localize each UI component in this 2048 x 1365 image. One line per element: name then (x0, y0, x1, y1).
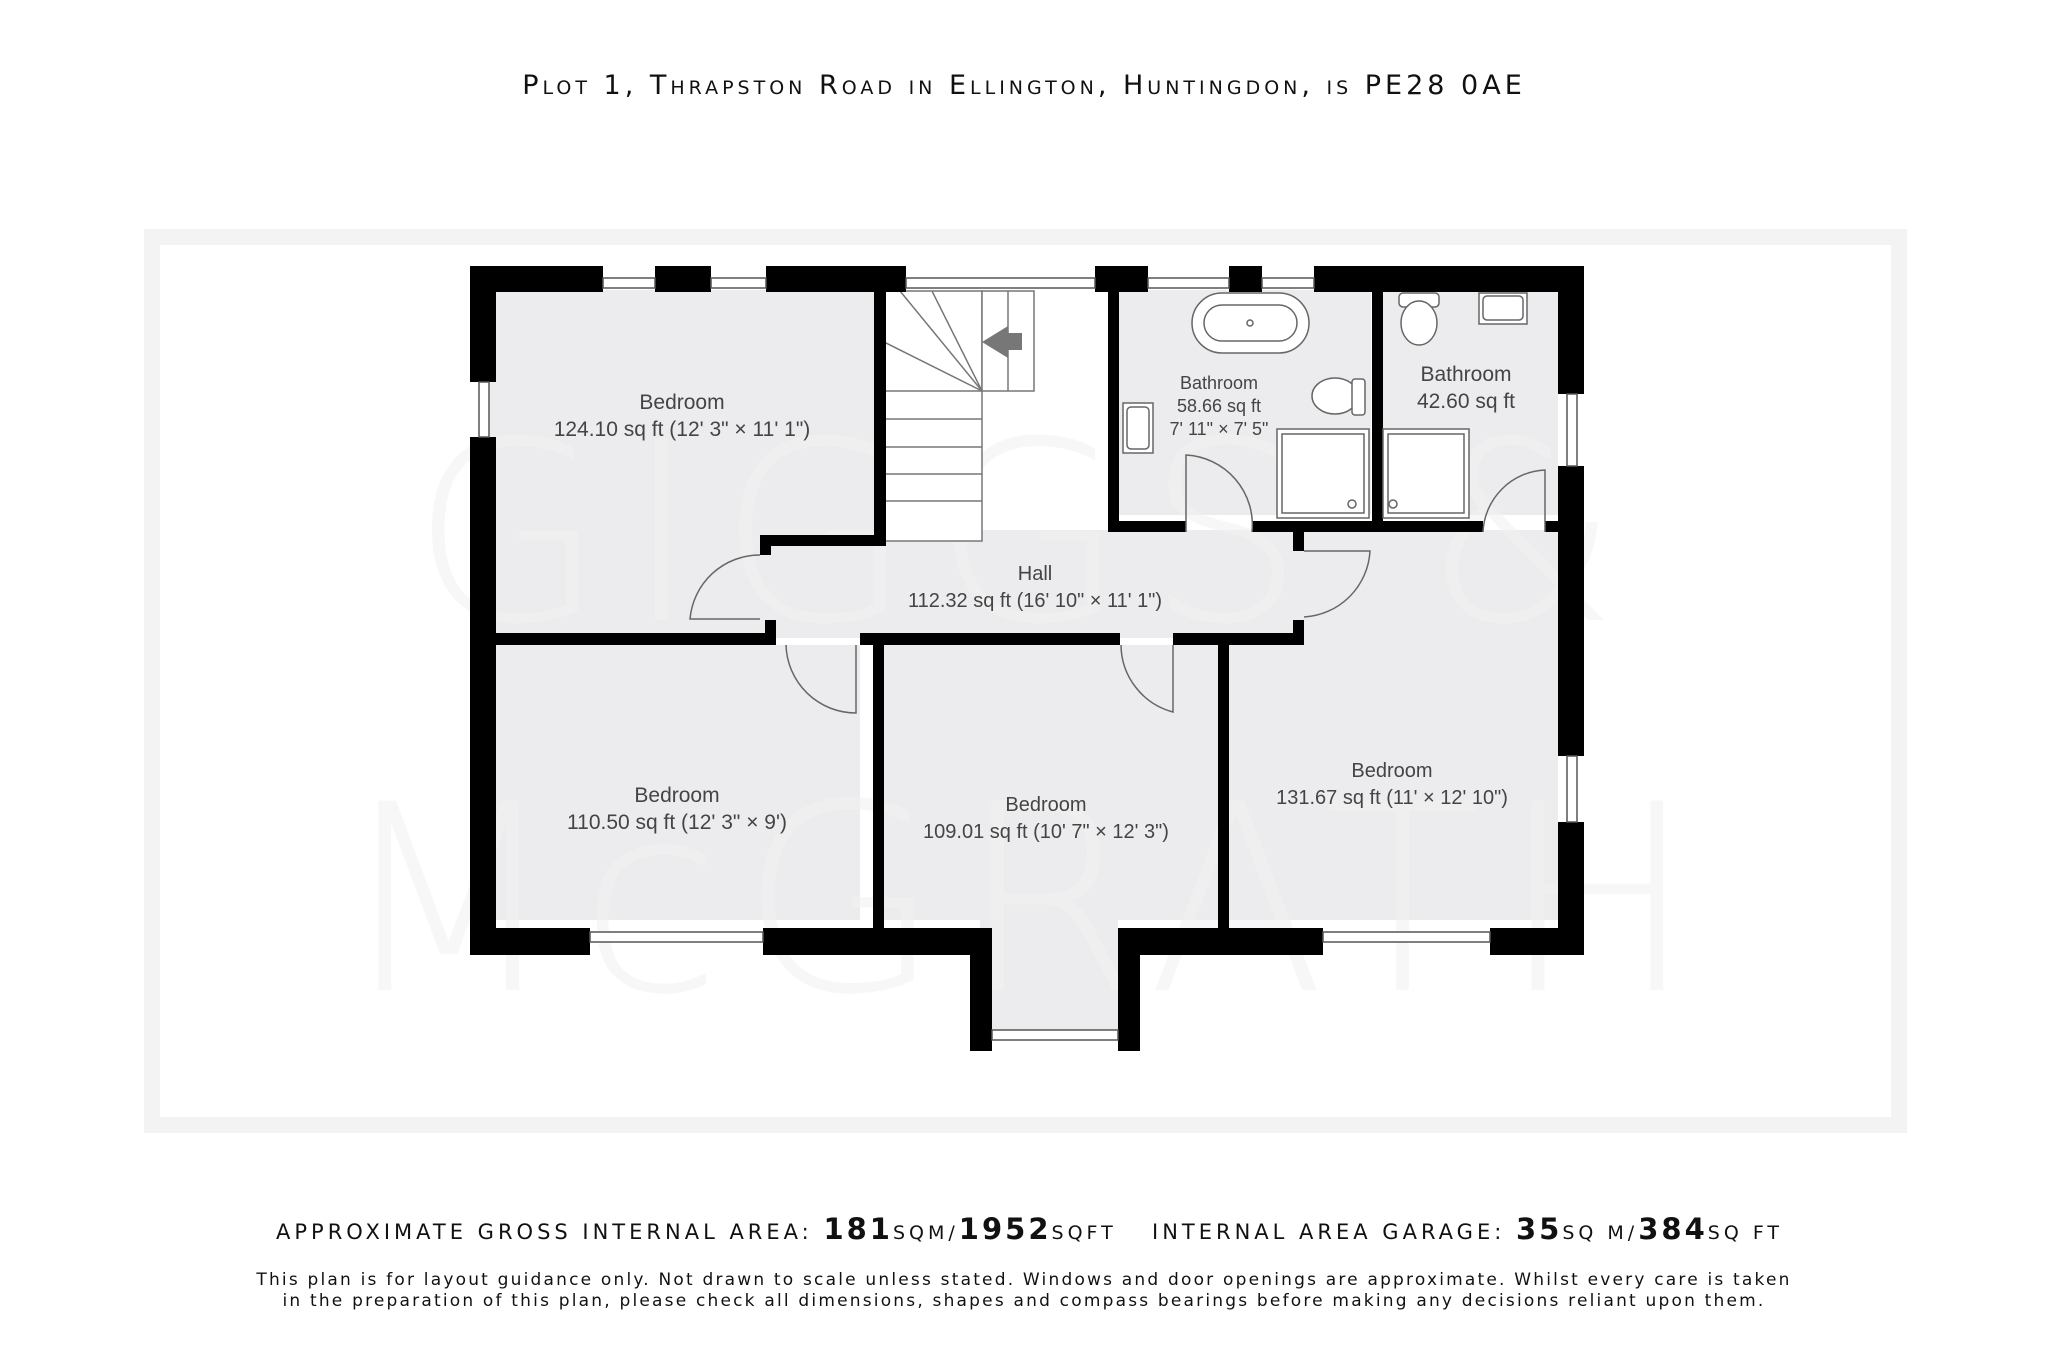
toilet-icon (1311, 377, 1359, 415)
room-area-bedroom-4: 131.67 sq ft (11' × 12' 10") (1276, 787, 1508, 809)
room-name-bathroom-2: Bathroom (1420, 363, 1511, 386)
watermark-frame (144, 229, 1907, 1133)
plan-title: Plot 1, Thrapston Road in Ellington, Hun… (522, 70, 1526, 101)
disclaimer-line-2: in the preparation of this plan, please … (282, 1291, 1766, 1311)
room-name-bedroom-3: Bedroom (1005, 794, 1086, 816)
disclaimer: This plan is for layout guidance only. N… (0, 1270, 2048, 1312)
room-name-bedroom-4: Bedroom (1351, 760, 1432, 782)
watermark-line2: McGRATH (337, 750, 1714, 1052)
room-name-bathroom-1: Bathroom (1180, 373, 1258, 393)
bathroom-fixtures (1122, 292, 1528, 519)
stair-direction-arrow-icon (982, 326, 1022, 358)
walls (470, 266, 1584, 1051)
room-area-hall: 112.32 sq ft (16' 10" × 11' 1") (908, 590, 1162, 612)
windows (478, 277, 1578, 1041)
room-area-bedroom-3: 109.01 sq ft (10' 7" × 12' 3") (923, 821, 1169, 843)
room-area-bathroom-1: 58.66 sq ft (1177, 396, 1261, 416)
room-area-bathroom-2: 42.60 sq ft (1417, 390, 1515, 413)
room-name-hall: Hall (1018, 563, 1052, 585)
room-area-bedroom-2: 110.50 sq ft (12' 3" × 9') (567, 811, 787, 834)
room-name-bedroom-2: Bedroom (634, 784, 719, 807)
room-name-bedroom-1: Bedroom (639, 391, 724, 414)
doors (689, 454, 1546, 714)
room-dims-bathroom-1: 7' 11" × 7' 5" (1170, 419, 1269, 439)
room-area-bedroom-1: 124.10 sq ft (12' 3" × 11' 1") (554, 418, 811, 441)
disclaimer-line-1: This plan is for layout guidance only. N… (256, 1270, 1792, 1290)
staircase (881, 290, 1035, 542)
